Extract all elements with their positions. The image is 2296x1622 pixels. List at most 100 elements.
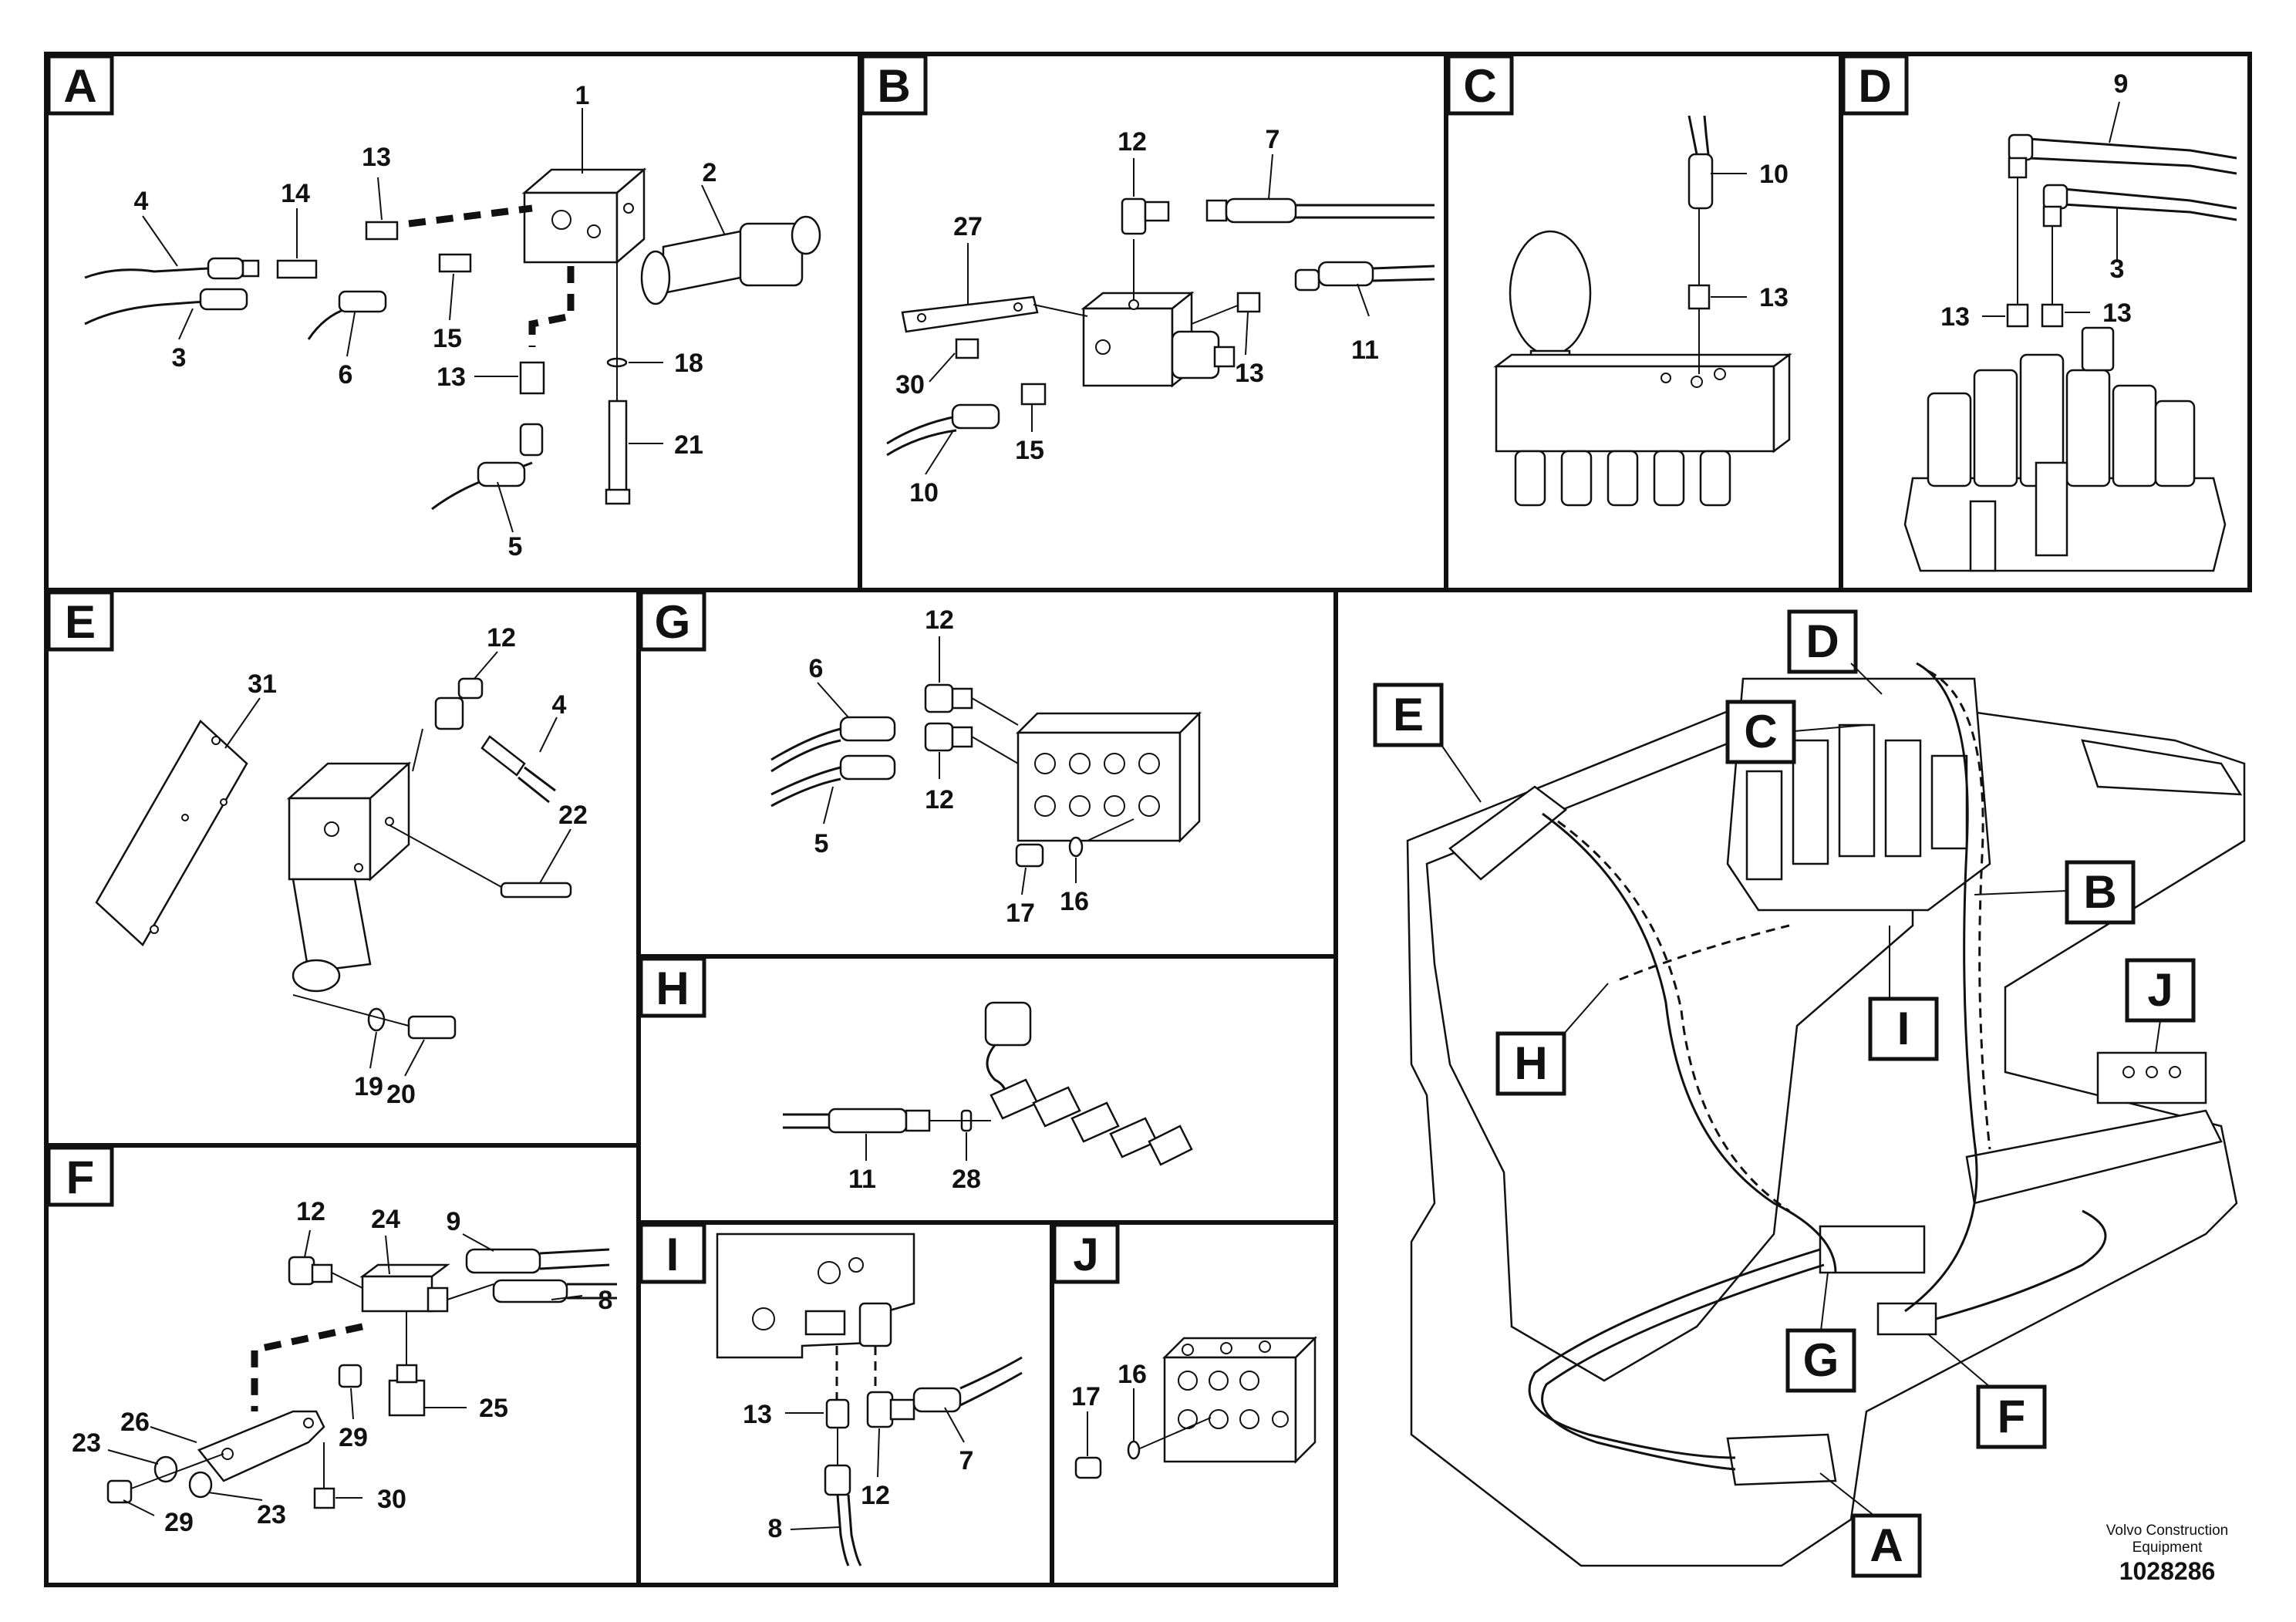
valve-port [1128, 299, 1139, 310]
seal-16 [1127, 1440, 1141, 1460]
valve-spool [1927, 392, 1972, 487]
hose-run [1904, 662, 1978, 1313]
plug-29 [338, 1364, 362, 1388]
manifold-port [1660, 373, 1671, 383]
leader-5 [823, 786, 834, 824]
elbow-arm [311, 1263, 333, 1283]
valve-section [1745, 770, 1783, 881]
leader-12 [304, 1229, 311, 1258]
panel-c-frame [1444, 52, 1843, 592]
part-label-24: 24 [371, 1205, 400, 1234]
manifold-top [1493, 353, 1792, 368]
elbow-12 [924, 683, 954, 713]
leader-19 [369, 1031, 377, 1069]
block-port [1034, 795, 1056, 817]
leader-24 [385, 1235, 390, 1275]
part-label-12b: 12 [925, 785, 954, 814]
callout-f: F [1998, 1391, 2026, 1442]
part-label-8: 8 [598, 1286, 613, 1315]
block-port [2146, 1066, 2158, 1078]
elbow-chain [1148, 1125, 1193, 1166]
leader-22 [539, 828, 571, 884]
cartridge [1607, 450, 1639, 507]
housing-port [752, 1307, 775, 1330]
solenoid-a [1726, 1433, 1837, 1486]
assembly-line [389, 824, 502, 888]
elbow-arm [889, 1398, 915, 1421]
part-label-21: 21 [674, 430, 703, 460]
callout-c-box [1725, 700, 1796, 764]
hose-3 [2062, 187, 2237, 221]
callout-h: H [1514, 1037, 1547, 1089]
leader-12 [877, 1428, 880, 1478]
fitting-13 [1687, 284, 1711, 310]
elbow-chain [1070, 1101, 1120, 1143]
hose-6 [770, 727, 841, 773]
leader-12 [474, 651, 498, 679]
part-label-2: 2 [703, 158, 717, 187]
callout-a-box [1851, 1513, 1922, 1578]
block-port [1209, 1409, 1229, 1429]
block-port [1272, 1411, 1289, 1428]
part-label-20: 20 [386, 1080, 416, 1109]
leader-3 [178, 308, 194, 340]
assembly-line [412, 728, 423, 772]
part-label-22: 22 [558, 801, 588, 830]
hose-9 [539, 1248, 610, 1270]
hose-end [477, 461, 526, 487]
leader-8 [790, 1526, 840, 1530]
panel-a-tag [46, 54, 114, 116]
part-label-15: 15 [1015, 436, 1044, 465]
leader-15 [449, 273, 454, 321]
tee-port [426, 1286, 449, 1313]
fitting-13 [1236, 292, 1261, 313]
valve-spool [2154, 400, 2196, 487]
elbow-12 [924, 722, 954, 752]
hose-7 [959, 1356, 1023, 1407]
hose-6-end [839, 716, 896, 742]
part-label-4: 4 [134, 187, 149, 216]
assembly-line [971, 697, 1019, 726]
solenoid-block-e [1448, 785, 1568, 881]
leader-10 [925, 431, 953, 475]
connection-dash [408, 204, 533, 228]
bracket-hole [303, 1418, 314, 1428]
panel-j-letter: J [1073, 1229, 1098, 1280]
callout-d: D [1805, 615, 1839, 667]
bracket-hole [917, 313, 926, 322]
panel-e-drawing: 12 31 4 22 19 20 [95, 623, 588, 1109]
part-label-28: 28 [952, 1165, 981, 1194]
callout-i: I [1897, 1003, 1910, 1054]
panel-d-letter: D [1858, 60, 1891, 112]
part-label-5: 5 [508, 532, 523, 561]
panel-a-frame [44, 52, 862, 592]
panel-j-frame [1050, 1220, 1338, 1587]
panel-a-drawing: 1 2 13 14 4 3 6 15 13 18 21 5 [84, 81, 821, 561]
block-port [1182, 1344, 1194, 1356]
part-label-8: 8 [768, 1514, 783, 1543]
plate-hole [211, 736, 221, 745]
panel-e-tag [46, 590, 114, 652]
valve-port [1969, 500, 1997, 572]
callout-a-leader [1819, 1472, 1875, 1516]
solenoid-cap [791, 215, 821, 255]
part-label-29b: 29 [164, 1508, 194, 1537]
hose-run [1528, 1248, 1821, 1459]
part-label-7: 7 [959, 1446, 974, 1475]
callout-f-box [1976, 1384, 2047, 1449]
callout-e: E [1393, 689, 1424, 740]
elbow-12 [866, 1391, 894, 1428]
housing-boss [858, 1302, 892, 1347]
part-label-11: 11 [848, 1165, 876, 1194]
hose-run [1542, 812, 1837, 1273]
fitting-13-lower [519, 361, 545, 395]
bracket-hole [221, 1448, 234, 1460]
leader-9 [2109, 101, 2120, 143]
part-label-13: 13 [1235, 359, 1264, 388]
leader-31 [224, 697, 261, 749]
hose-8 [836, 1494, 862, 1566]
leader-7 [1268, 153, 1273, 200]
hose-10-end [1687, 153, 1714, 210]
overview-drawing: D C E B J H I G F A Volvo Construction E… [1373, 609, 2246, 1585]
block-port [1209, 1371, 1229, 1391]
